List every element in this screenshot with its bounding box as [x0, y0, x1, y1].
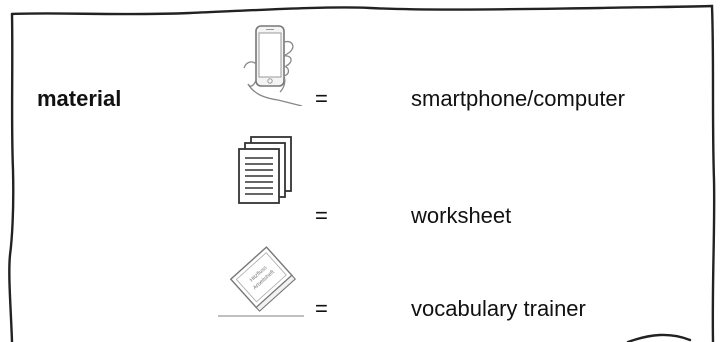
equals-sign: = [315, 296, 328, 321]
vocabulary-card-box-icon: Hitzfluss Arbeitsheft [216, 236, 308, 320]
worksheet-stack-icon [236, 135, 298, 215]
worksheet-label: worksheet [411, 203, 512, 228]
smartphone-computer-label: smartphone/computer [411, 86, 625, 111]
equals-sign: = [315, 86, 328, 111]
material-heading: material [37, 86, 122, 111]
smartphone-in-hand-icon [236, 22, 306, 107]
vocabulary-trainer-label: vocabulary trainer [411, 296, 586, 321]
equals-sign: = [315, 203, 328, 228]
